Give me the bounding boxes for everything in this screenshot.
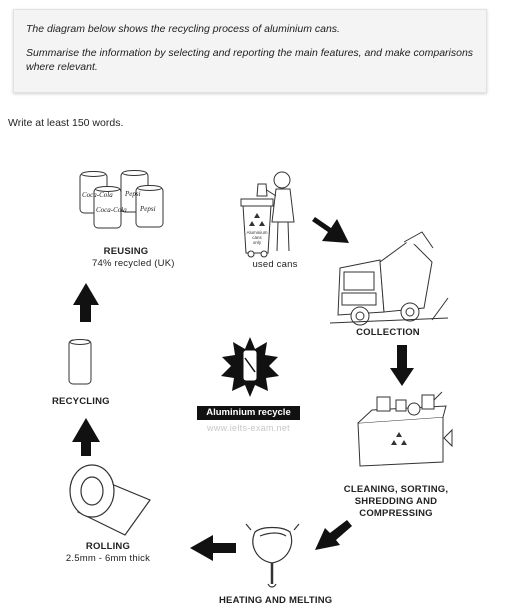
recycled-can-illustration [68, 339, 92, 385]
bin-label-line1: Aluminium [246, 230, 267, 235]
arrow-recycling-to-reusing-head [73, 283, 99, 305]
cleaning-machine-illustration [357, 391, 453, 467]
can-brand-4: Pepsi [139, 205, 156, 213]
stage-reusing-detail: 74% recycled (UK) [92, 258, 175, 269]
process-arrows [72, 217, 414, 561]
bin-label-line3: only [253, 240, 262, 245]
stage-cleaning-line1: CLEANING, SORTING, [343, 484, 449, 495]
task-description: The diagram below shows the recycling pr… [26, 23, 340, 35]
stage-cleaning-line3: COMPRESSING [359, 508, 433, 519]
bin-label-line2: cans [252, 235, 262, 240]
arrow-collection-to-cleaning [390, 345, 414, 386]
task-prompt-box: The diagram below shows the recycling pr… [13, 9, 487, 93]
reusing-cans-illustration [79, 170, 164, 229]
cleaning-recycle-symbol-icon [391, 432, 407, 445]
rolling-coil-illustration [69, 464, 151, 536]
center-title: Aluminium recycle [197, 406, 300, 420]
bin-label: Aluminium cans only [246, 230, 267, 245]
word-count-instruction: Write at least 150 words. [8, 117, 124, 129]
stage-heating-label: HEATING AND MELTING [219, 595, 333, 606]
arrow-rolling-to-recycling-head [72, 418, 100, 442]
stage-cleaning-line2: SHREDDING AND [354, 496, 438, 507]
stage-collection-label: COLLECTION [356, 327, 420, 338]
stage-cleaning: CLEANING, SORTING, SHREDDING AND COMPRES… [343, 484, 449, 520]
arrow-heating-to-rolling [190, 535, 236, 561]
used-cans-illustration [240, 171, 295, 258]
watermark: www.ielts-exam.net [207, 423, 290, 433]
task-instructions: Summarise the information by selecting a… [26, 47, 474, 73]
stage-rolling-label: ROLLING [85, 541, 131, 552]
melting-crucible-illustration [245, 523, 300, 588]
collection-truck-illustration [329, 231, 449, 326]
arrow-rolling-to-recycling [81, 442, 91, 456]
can-brand-1: Coca-Cola [82, 191, 113, 199]
stage-recycling-label: RECYCLING [52, 396, 110, 407]
recycle-symbol-icon [249, 213, 265, 226]
aluminium-recycle-logo [221, 337, 279, 397]
arrow-recycling-to-reusing [80, 304, 91, 322]
stage-reusing: REUSING 74% recycled (UK) [92, 246, 175, 270]
stage-used-cans-label: used cans [252, 259, 298, 270]
arrow-cleaning-to-heating [315, 520, 352, 550]
can-brand-3: Pepsi [124, 190, 141, 198]
can-brand-2: Coca-Cola [96, 206, 127, 214]
stage-rolling-detail: 2.5mm - 6mm thick [65, 553, 151, 564]
arrow-usedcans-to-collection [312, 217, 349, 243]
can-brand-labels: Coca-Cola Coca-Cola Pepsi Pepsi [82, 190, 156, 214]
stage-reusing-label: REUSING [103, 246, 149, 257]
stage-rolling: ROLLING 2.5mm - 6mm thick [60, 541, 156, 565]
